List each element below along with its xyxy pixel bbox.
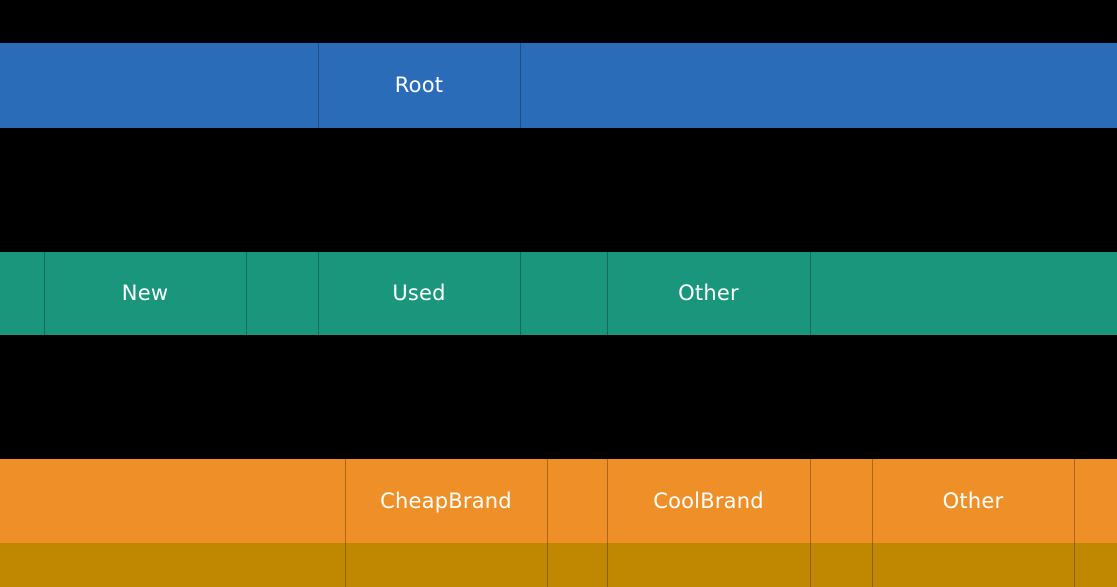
- chart-segment-divider: [345, 459, 346, 543]
- chart-segment-divider: [607, 459, 608, 543]
- chart-segment-divider: [547, 543, 548, 587]
- chart-segment-divider: [810, 252, 811, 335]
- chart-segment-divider: [345, 543, 346, 587]
- chart-segment-divider: [872, 459, 873, 543]
- chart-segment-leaf-1[interactable]: [345, 543, 547, 587]
- chart-segment-category-5[interactable]: Other: [607, 252, 810, 335]
- chart-segment-root-1[interactable]: Root: [318, 43, 520, 128]
- chart-segment-brand-5[interactable]: Other: [872, 459, 1074, 543]
- chart-level-brand: CheapBrand CoolBrand Other: [0, 459, 1117, 543]
- chart-segment-divider: [872, 543, 873, 587]
- chart-segment-label: Used: [392, 281, 446, 305]
- chart-segment-divider: [44, 252, 45, 335]
- chart-segment-divider: [810, 459, 811, 543]
- chart-segment-divider: [547, 459, 548, 543]
- chart-level-root: Root: [0, 43, 1117, 128]
- chart-segment-category-0[interactable]: [0, 252, 44, 335]
- chart-segment-brand-6[interactable]: [1074, 459, 1117, 543]
- chart-segment-divider: [1074, 543, 1075, 587]
- chart-segment-divider: [318, 252, 319, 335]
- chart-segment-label: Other: [942, 488, 1004, 513]
- chart-segment-brand-3[interactable]: CoolBrand: [607, 459, 810, 543]
- chart-segment-brand-1[interactable]: CheapBrand: [345, 459, 547, 543]
- chart-segment-category-3[interactable]: Used: [318, 252, 520, 335]
- chart-segment-divider: [246, 252, 247, 335]
- chart-segment-category-4[interactable]: [520, 252, 607, 335]
- chart-segment-divider: [607, 543, 608, 587]
- chart-segment-label: Other: [678, 281, 739, 305]
- chart-segment-brand-0[interactable]: [0, 459, 345, 543]
- chart-segment-leaf-4[interactable]: [810, 543, 872, 587]
- chart-segment-leaf-2[interactable]: [547, 543, 607, 587]
- chart-segment-leaf-6[interactable]: [1074, 543, 1117, 587]
- chart-segment-category-2[interactable]: [246, 252, 318, 335]
- chart-segment-category-1[interactable]: New: [44, 252, 246, 335]
- chart-level-leaf: [0, 543, 1117, 587]
- chart-segment-label: Root: [394, 73, 444, 97]
- chart-segment-brand-4[interactable]: [810, 459, 872, 543]
- chart-segment-leaf-3[interactable]: [607, 543, 810, 587]
- chart-segment-label: New: [121, 281, 169, 305]
- chart-segment-divider: [520, 252, 521, 335]
- chart-segment-divider: [810, 543, 811, 587]
- chart-segment-leaf-5[interactable]: [872, 543, 1074, 587]
- chart-segment-label: CoolBrand: [653, 488, 764, 513]
- chart-segment-brand-2[interactable]: [547, 459, 607, 543]
- chart-segment-label: CheapBrand: [380, 488, 512, 513]
- chart-segment-divider: [318, 43, 319, 128]
- chart-segment-root-2[interactable]: [520, 43, 1117, 128]
- chart-segment-divider: [1074, 459, 1075, 543]
- chart-segment-category-6[interactable]: [810, 252, 1117, 335]
- chart-level-category: New Used Other: [0, 252, 1117, 335]
- chart-segment-root-0[interactable]: [0, 43, 318, 128]
- chart-segment-divider: [520, 43, 521, 128]
- chart-segment-divider: [607, 252, 608, 335]
- chart-segment-leaf-0[interactable]: [0, 543, 345, 587]
